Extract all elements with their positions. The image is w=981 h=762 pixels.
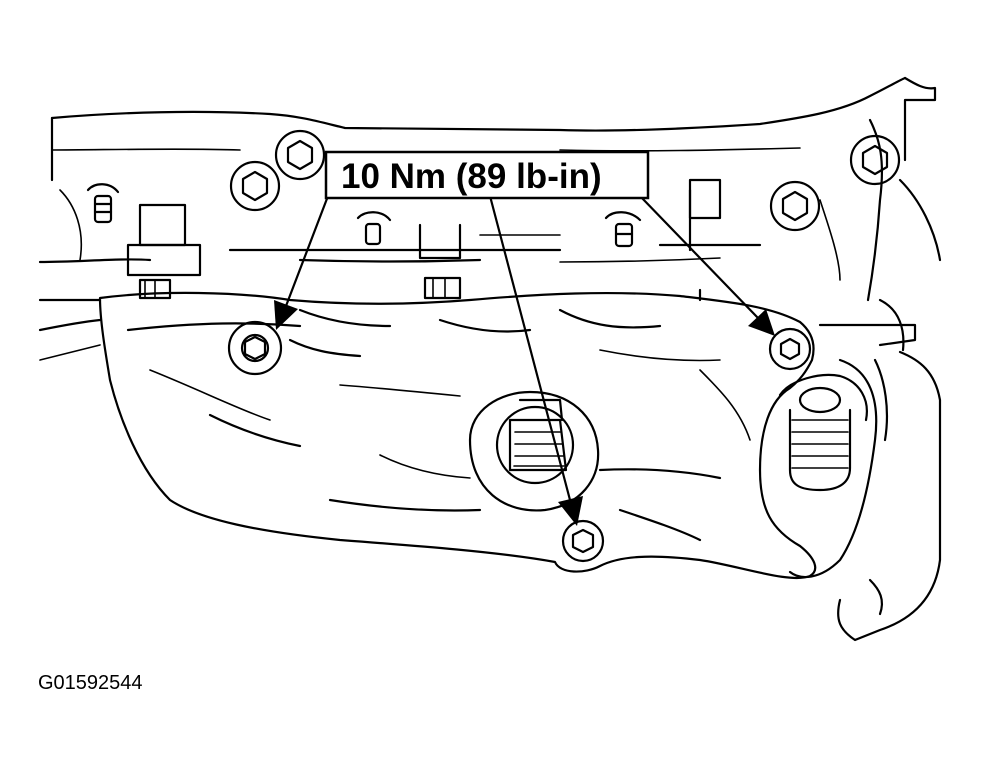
oxygen-sensor-boss <box>468 390 600 512</box>
upper-flange-bolts <box>229 129 901 232</box>
injector-studs <box>86 178 722 302</box>
arrow-to-bottom-bolt <box>488 194 583 526</box>
bolt-upper-left <box>274 129 326 181</box>
torque-callout: 10 Nm (89 lb-in) <box>324 150 650 200</box>
shield-bolt-right <box>768 327 812 371</box>
flange-block-middle <box>418 223 462 300</box>
stud-middle <box>356 211 392 246</box>
bolt-upper-right-2 <box>769 180 821 232</box>
bolt-upper-left-2 <box>229 160 281 212</box>
shield-bolt-left <box>227 320 283 376</box>
shield-bolt-bottom <box>561 519 605 563</box>
stud-right <box>604 211 642 248</box>
arrow-to-right-bolt <box>638 194 775 336</box>
right-oxygen-sensor <box>778 350 942 642</box>
stud-left <box>86 183 120 224</box>
heat-shield <box>98 291 817 580</box>
figure-id: G01592544 <box>38 672 143 694</box>
flange-block-left <box>126 203 202 300</box>
torque-label: 10 Nm (89 lb-in) <box>341 157 602 196</box>
callout-arrows <box>274 194 775 526</box>
bolt-upper-right <box>849 134 901 186</box>
cylinder-head-outline <box>38 76 942 361</box>
arrow-to-left-bolt <box>274 194 330 330</box>
flange-block-right <box>688 178 722 302</box>
